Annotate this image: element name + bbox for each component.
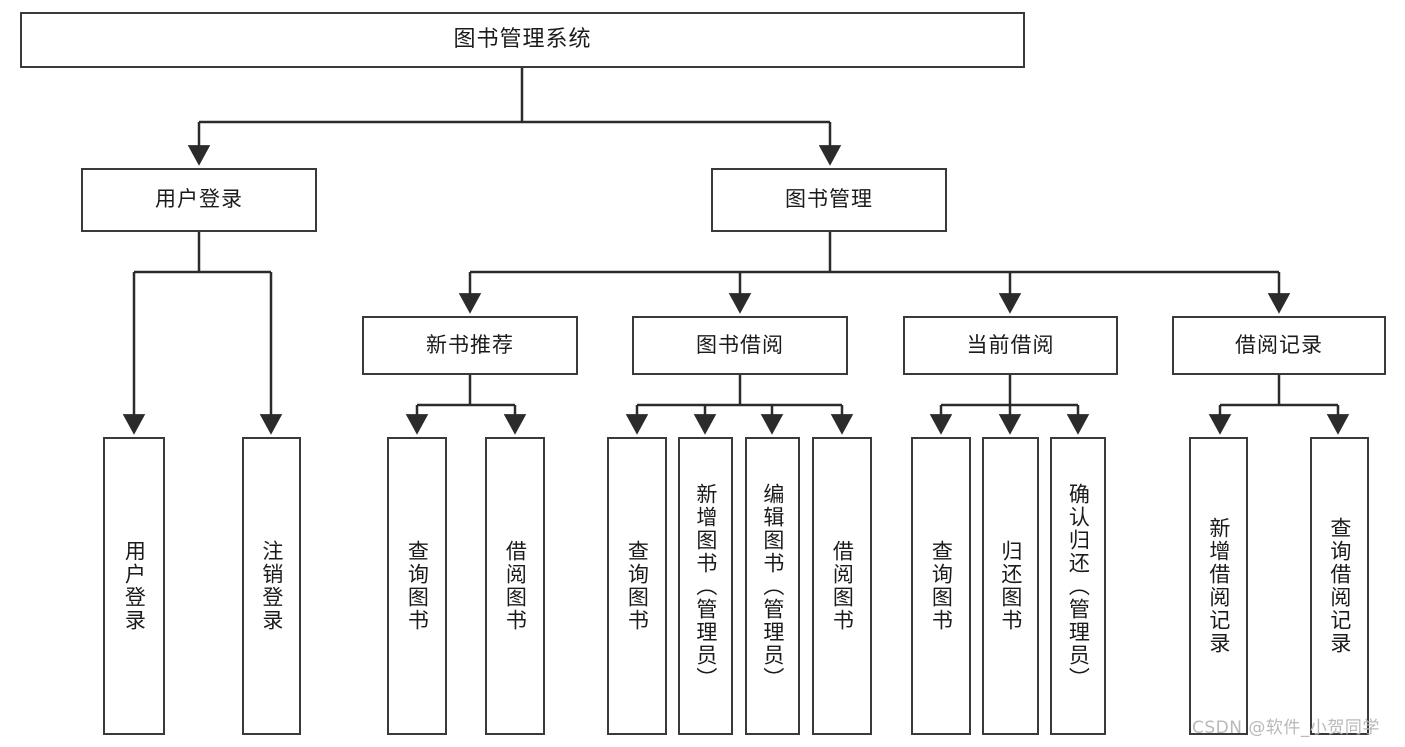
leaf-confirm-return-admin[interactable]: 确认归还（管理员） (1050, 437, 1106, 735)
leaf-add-borrow-record-label: 新增借阅记录 (1206, 517, 1231, 655)
leaf-query-book-current-label: 查询图书 (929, 540, 954, 632)
leaf-query-book-recommend[interactable]: 查询图书 (387, 437, 447, 735)
node-user-login[interactable]: 用户登录 (81, 168, 317, 232)
node-current-borrow[interactable]: 当前借阅 (903, 316, 1118, 375)
leaf-edit-book-admin-label: 编辑图书（管理员） (760, 482, 785, 690)
node-borrow-records-label: 借阅记录 (1235, 332, 1323, 357)
leaf-add-book-admin[interactable]: 新增图书（管理员） (678, 437, 733, 735)
leaf-query-borrow-record-label: 查询借阅记录 (1327, 517, 1352, 655)
leaf-confirm-return-admin-label: 确认归还（管理员） (1066, 482, 1091, 690)
leaf-borrow-book-label: 借阅图书 (830, 540, 855, 632)
node-current-borrow-label: 当前借阅 (966, 332, 1055, 357)
leaf-query-book-recommend-label: 查询图书 (405, 540, 430, 632)
leaf-borrow-book[interactable]: 借阅图书 (812, 437, 872, 735)
node-root-label: 图书管理系统 (453, 26, 592, 52)
node-book-management[interactable]: 图书管理 (711, 168, 947, 232)
leaf-return-book-label: 归还图书 (998, 540, 1023, 632)
watermark-text: CSDN @软件_小贺同学 (1192, 718, 1380, 738)
node-book-borrow[interactable]: 图书借阅 (632, 316, 848, 375)
leaf-borrow-book-recommend[interactable]: 借阅图书 (485, 437, 545, 735)
leaf-query-borrow-record[interactable]: 查询借阅记录 (1310, 437, 1369, 735)
leaf-return-book[interactable]: 归还图书 (982, 437, 1039, 735)
node-book-borrow-label: 图书借阅 (696, 332, 784, 357)
leaf-add-borrow-record[interactable]: 新增借阅记录 (1189, 437, 1248, 735)
leaf-user-login[interactable]: 用户登录 (103, 437, 165, 735)
node-root[interactable]: 图书管理系统 (20, 12, 1025, 68)
leaf-query-book[interactable]: 查询图书 (607, 437, 667, 735)
leaf-edit-book-admin[interactable]: 编辑图书（管理员） (745, 437, 800, 735)
leaf-add-book-admin-label: 新增图书（管理员） (693, 482, 718, 690)
node-new-book-recommend-label: 新书推荐 (426, 332, 514, 357)
leaf-logout-label: 注销登录 (259, 540, 284, 632)
node-user-login-label: 用户登录 (155, 187, 243, 212)
leaf-query-book-label: 查询图书 (625, 540, 650, 632)
node-book-management-label: 图书管理 (785, 187, 873, 212)
leaf-borrow-book-recommend-label: 借阅图书 (503, 540, 528, 632)
leaf-query-book-current[interactable]: 查询图书 (911, 437, 971, 735)
node-borrow-records[interactable]: 借阅记录 (1172, 316, 1386, 375)
node-new-book-recommend[interactable]: 新书推荐 (362, 316, 578, 375)
leaf-logout[interactable]: 注销登录 (242, 437, 301, 735)
leaf-user-login-label: 用户登录 (122, 540, 147, 632)
